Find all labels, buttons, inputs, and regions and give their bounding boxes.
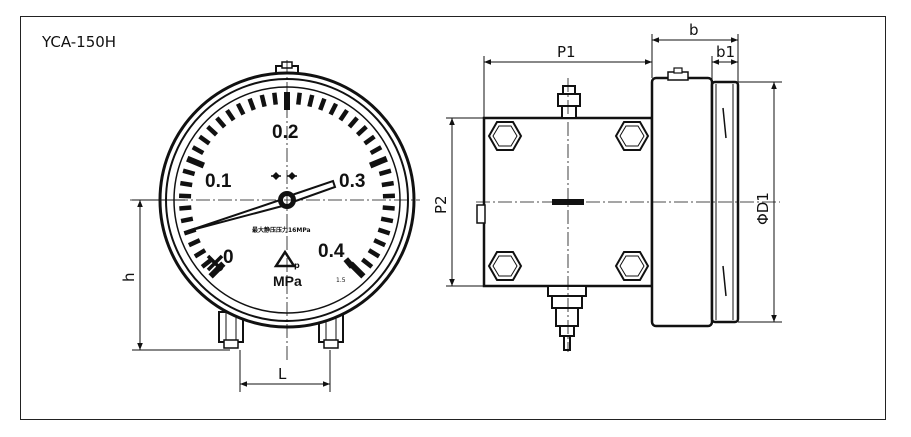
minor-tick [360, 257, 374, 269]
minor-tick [382, 205, 395, 211]
minor-tick [338, 108, 349, 122]
dimension-b-label: b [689, 21, 699, 39]
scale-label-0: 0 [223, 247, 234, 268]
dimension-b1-label: b1 [716, 43, 735, 61]
dimension-L [239, 350, 331, 392]
minor-tick [259, 94, 267, 108]
minor-tick [381, 180, 395, 188]
minor-tick [225, 108, 236, 122]
dimension-h-label: h [120, 272, 138, 282]
svg-text:p: p [294, 261, 300, 270]
dimension-L-label: L [278, 365, 287, 383]
minor-tick [187, 238, 201, 248]
dimension-P1 [483, 56, 653, 118]
zero-mark-icon [206, 254, 224, 272]
delta-p-icon [273, 249, 297, 268]
drawing-frame [20, 16, 886, 420]
unit-label: MPa [273, 273, 302, 289]
minor-tick [272, 92, 278, 105]
scale-label-0-4: 0.4 [318, 241, 345, 262]
minor-tick [200, 257, 214, 269]
minor-tick [180, 216, 194, 224]
major-tick [208, 261, 226, 279]
minor-tick [206, 125, 219, 137]
scale-label-0-2: 0.2 [272, 122, 298, 143]
side-view: P1 P2 b b1 ΦD1 [432, 21, 782, 352]
minor-tick [363, 134, 376, 146]
dimension-P2 [446, 117, 484, 287]
dimension-D1 [738, 81, 782, 323]
minor-tick [355, 125, 368, 137]
dimension-h [132, 199, 230, 351]
minor-tick [369, 145, 383, 156]
minor-tick [191, 145, 205, 156]
minor-tick [193, 248, 207, 259]
front-view: 0 0.1 0.2 0.3 0.4 最大静压压力16MPa 1.5 p MPa [120, 60, 420, 392]
minor-tick [328, 102, 339, 116]
accuracy-class: 1.5 [336, 277, 346, 284]
scale-ticks [178, 92, 396, 279]
dimension-b [651, 34, 739, 82]
minor-tick [377, 227, 391, 236]
scale-label-0-3: 0.3 [339, 171, 365, 192]
dimension-P1-label: P1 [557, 43, 576, 61]
minor-tick [318, 97, 327, 111]
model-label: YCA-150H [42, 33, 117, 51]
minor-tick [378, 168, 392, 177]
major-tick [186, 155, 205, 169]
bolt-top-right [614, 121, 650, 151]
minor-tick [179, 180, 193, 188]
scale-label-0-1: 0.1 [205, 171, 232, 192]
minor-tick [373, 238, 387, 248]
top-vent-fitting [557, 85, 581, 119]
dimension-P2-label: P2 [432, 195, 450, 214]
bolt-bottom-left [487, 251, 523, 281]
max-static-pressure-note: 最大静压压力16MPa [252, 226, 311, 234]
minor-tick [347, 116, 359, 129]
minor-tick [182, 168, 196, 177]
minor-tick [367, 248, 381, 259]
major-tick [369, 155, 388, 169]
minor-tick [380, 216, 394, 224]
bolt-top-left [487, 121, 523, 151]
diamond-marks-icon [271, 172, 297, 180]
minor-tick [307, 94, 315, 108]
minor-tick [179, 205, 192, 211]
minor-tick [296, 92, 302, 105]
bottom-pressure-fitting [547, 285, 587, 351]
minor-tick [235, 102, 246, 116]
minor-tick [198, 134, 211, 146]
minor-tick [247, 97, 256, 111]
dimension-b1 [711, 56, 738, 82]
minor-tick [215, 116, 227, 129]
bolt-bottom-right [614, 251, 650, 281]
dimension-D1-label: ΦD1 [754, 192, 772, 225]
